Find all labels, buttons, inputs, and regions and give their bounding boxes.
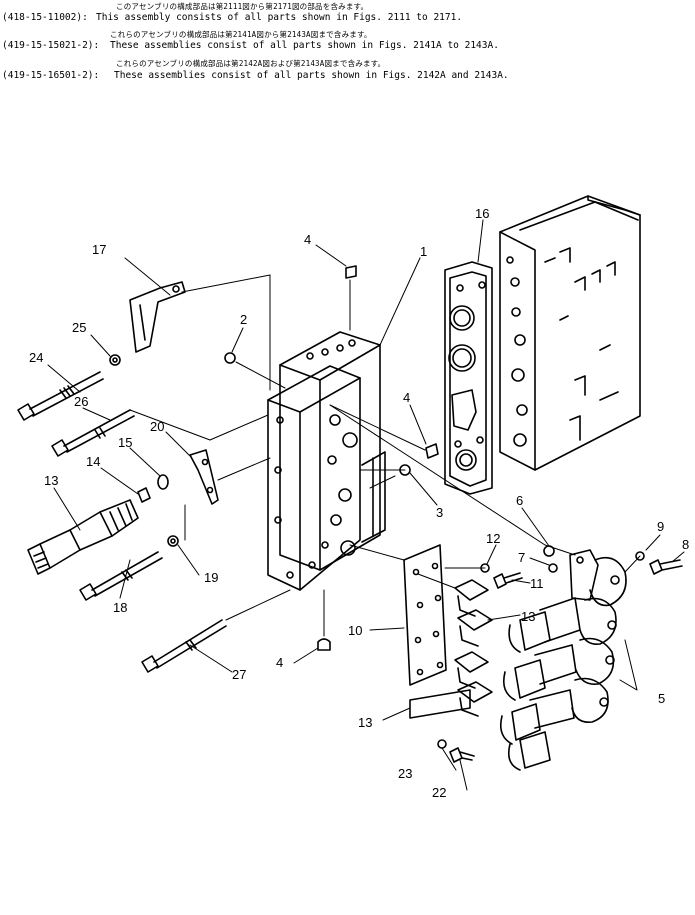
fitting-3: [369, 464, 411, 489]
callout-12: 12: [486, 531, 500, 546]
plug-top: [345, 265, 357, 331]
callout-16: 13: [44, 473, 58, 488]
note-2-code: (419-15-15021-2):: [2, 40, 100, 51]
bolt-27: [141, 589, 291, 673]
valve-housing-cover: [499, 195, 641, 471]
bolt-24: [17, 371, 104, 421]
note-1-english: This assembly consists of all parts show…: [96, 12, 463, 23]
callout-1: 1: [420, 244, 427, 259]
note-2-japanese: これらのアセンブリの構成部品は第2141A図から第2143A図まで含みます。: [110, 30, 372, 39]
note-1-code: (418-15-11002):: [2, 12, 88, 23]
assembly-lines: [329, 404, 641, 589]
callout-15: 23: [398, 766, 412, 781]
washer-9: [635, 551, 645, 561]
bolt-26: [51, 409, 269, 457]
callout-5: 5: [658, 691, 665, 706]
callout-8: 8: [682, 537, 689, 552]
washer-22: [167, 504, 186, 547]
callout-7: 7: [518, 550, 525, 565]
callout-4-top: 4: [304, 232, 311, 247]
clip-20: [189, 449, 271, 505]
note-3-code: (419-15-16501-2):: [2, 70, 100, 81]
solenoid-valves-5: [499, 549, 627, 771]
callout-3: 3: [436, 505, 443, 520]
callout-17: 14: [86, 454, 100, 469]
seal-17: [137, 487, 151, 503]
callout-13-upper: 13: [521, 609, 535, 624]
bracket-23: [129, 274, 271, 391]
leader-lines: [47, 219, 685, 791]
callout-25: 25: [72, 320, 86, 335]
o-ring-2: [224, 352, 286, 389]
washer-25: [109, 354, 121, 366]
callout-9: 9: [657, 519, 664, 534]
bolt-8: [649, 559, 683, 575]
callout-26: 26: [74, 394, 88, 409]
callout-6: 6: [516, 493, 523, 508]
note-2-english: These assemblies consist of all parts sh…: [110, 40, 499, 51]
note-1-japanese: このアセンブリの構成部品は第2111図から第2171図の部品を含みます。: [116, 2, 369, 11]
callout-4-side: 4: [403, 390, 410, 405]
bolt-21: [79, 551, 163, 601]
spool-16: [27, 499, 139, 575]
note-3-japanese: これらのアセンブリの構成部品は第2142A図および第2143A図まで含みます。: [116, 59, 386, 68]
callout-21: 18: [113, 600, 127, 615]
callout-27: 27: [232, 667, 246, 682]
callout-13-lower: 13: [358, 715, 372, 730]
callout-24: 24: [29, 350, 43, 365]
callout-14: 22: [432, 785, 446, 800]
callout-10: 10: [348, 623, 362, 638]
plug-bottom: [317, 589, 331, 651]
note-3-english: These assemblies consist of all parts sh…: [114, 70, 509, 81]
bolt-14: [449, 747, 475, 763]
callout-22: 19: [204, 570, 218, 585]
washer-15: [437, 739, 447, 749]
callout-23: 17: [92, 242, 106, 257]
plug-side: [329, 404, 439, 459]
plate-10: [403, 544, 447, 686]
callout-20: 20: [150, 419, 164, 434]
callout-4-bottom: 4: [276, 655, 283, 670]
clips-13: [409, 579, 493, 719]
gasket-plate: [444, 261, 493, 495]
callout-11: 11: [530, 576, 544, 591]
o-ring-18: [157, 474, 169, 490]
callout-18: 15: [118, 435, 132, 450]
callout-2: 2: [240, 312, 247, 327]
callout-19: 16: [475, 206, 489, 221]
header-notes: このアセンブリの構成部品は第2111図から第2171図の部品を含みます。 (41…: [0, 0, 695, 90]
valve-block: [267, 331, 386, 591]
o-ring-7: [548, 563, 558, 573]
